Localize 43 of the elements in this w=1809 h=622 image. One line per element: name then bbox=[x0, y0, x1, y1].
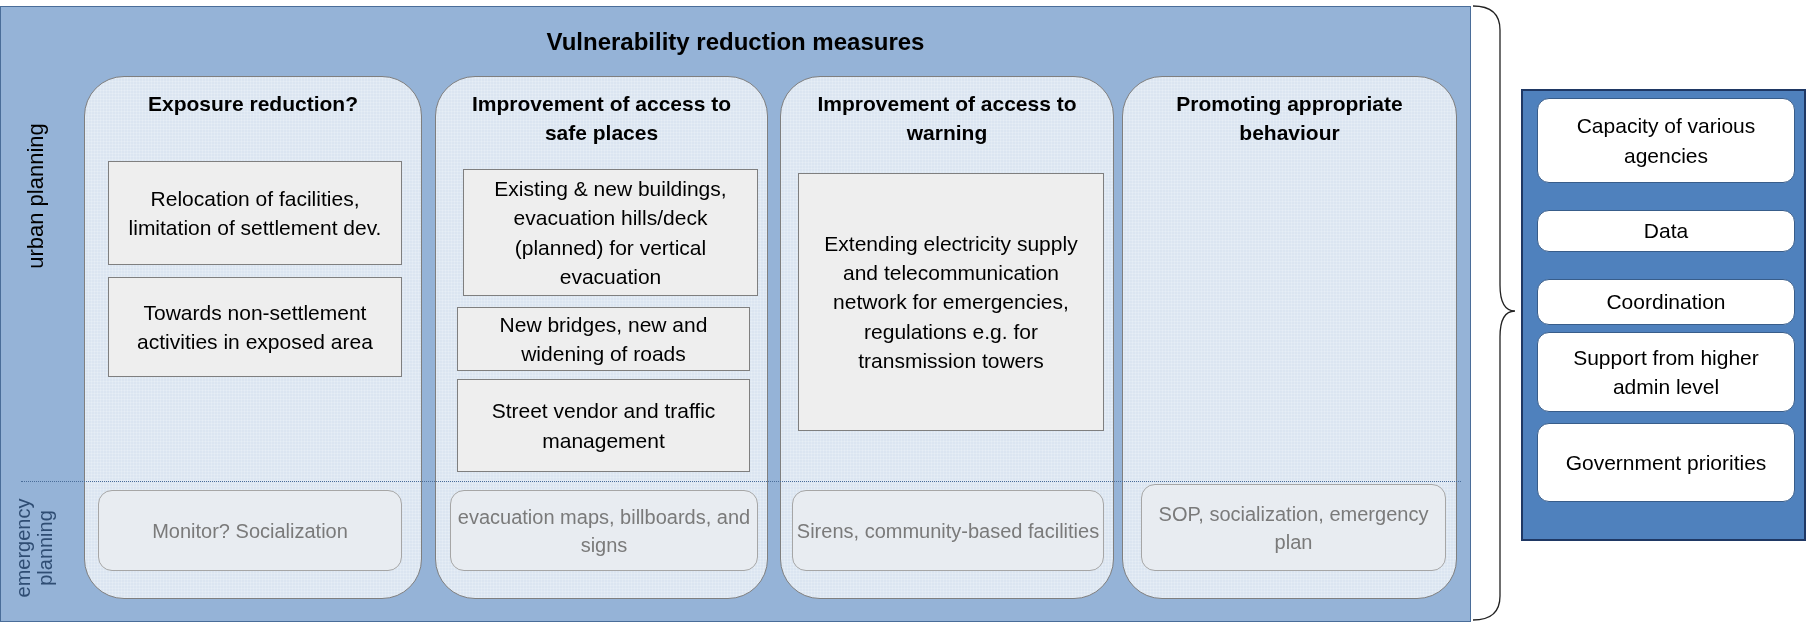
heading: Exposure reduction? bbox=[147, 91, 359, 117]
heading: Promoting appropriate behaviour bbox=[1175, 91, 1404, 147]
row-label: urban planning bbox=[23, 122, 49, 271]
factor-box bbox=[1537, 332, 1795, 412]
heading: Vulnerability reduction measures bbox=[546, 27, 925, 57]
heading: Improvement of access to warning bbox=[816, 91, 1078, 147]
factor-box bbox=[1537, 210, 1795, 252]
box-text: Capacity of various agencies bbox=[1575, 113, 1757, 169]
box-text: Existing & new buildings, evacuation hills/deck (planned) for vertical evacuation bbox=[493, 175, 728, 290]
category-column bbox=[780, 76, 1114, 599]
box-text: Towards non-settlement activities in exposed area bbox=[136, 299, 374, 355]
box-text: Extending electricity supply and telecommunication network for emergencies, regulations e.g. for transmission towers bbox=[823, 230, 1079, 375]
planning-box bbox=[98, 490, 402, 571]
planning-box bbox=[1141, 484, 1446, 571]
box-text: Sirens, community-based facilities bbox=[795, 518, 1101, 544]
factor-box bbox=[1537, 98, 1795, 183]
box-text: Support from higher admin level bbox=[1572, 344, 1760, 400]
heading: Improvement of access to safe places bbox=[470, 91, 733, 147]
measure-box bbox=[108, 277, 402, 377]
box-text: Coordination bbox=[1605, 289, 1727, 316]
box-text: SOP, socialization, emergency plan bbox=[1157, 501, 1430, 555]
planning-box bbox=[450, 490, 758, 571]
factors-panel bbox=[1521, 89, 1806, 541]
factor-box bbox=[1537, 279, 1795, 325]
measure-box bbox=[457, 307, 750, 371]
category-column bbox=[435, 76, 768, 599]
box-text: Relocation of facilities, limitation of settlement dev. bbox=[127, 185, 383, 241]
measures-panel bbox=[0, 6, 1471, 622]
measure-box bbox=[463, 169, 758, 296]
category-column bbox=[84, 76, 422, 599]
row-label: emergency planning bbox=[12, 497, 56, 600]
box-text: Government priorities bbox=[1564, 449, 1768, 476]
factor-box bbox=[1537, 423, 1795, 502]
measure-box bbox=[798, 173, 1104, 431]
box-text: Data bbox=[1642, 218, 1690, 245]
box-text: evacuation maps, billboards, and signs bbox=[456, 504, 752, 558]
box-text: Monitor? Socialization bbox=[151, 518, 349, 544]
planning-box bbox=[792, 490, 1104, 571]
measure-box bbox=[108, 161, 402, 265]
box-text: Street vendor and traffic management bbox=[490, 398, 717, 454]
category-column bbox=[1122, 76, 1457, 599]
measure-box bbox=[457, 379, 750, 472]
box-text: New bridges, new and widening of roads bbox=[498, 311, 709, 367]
